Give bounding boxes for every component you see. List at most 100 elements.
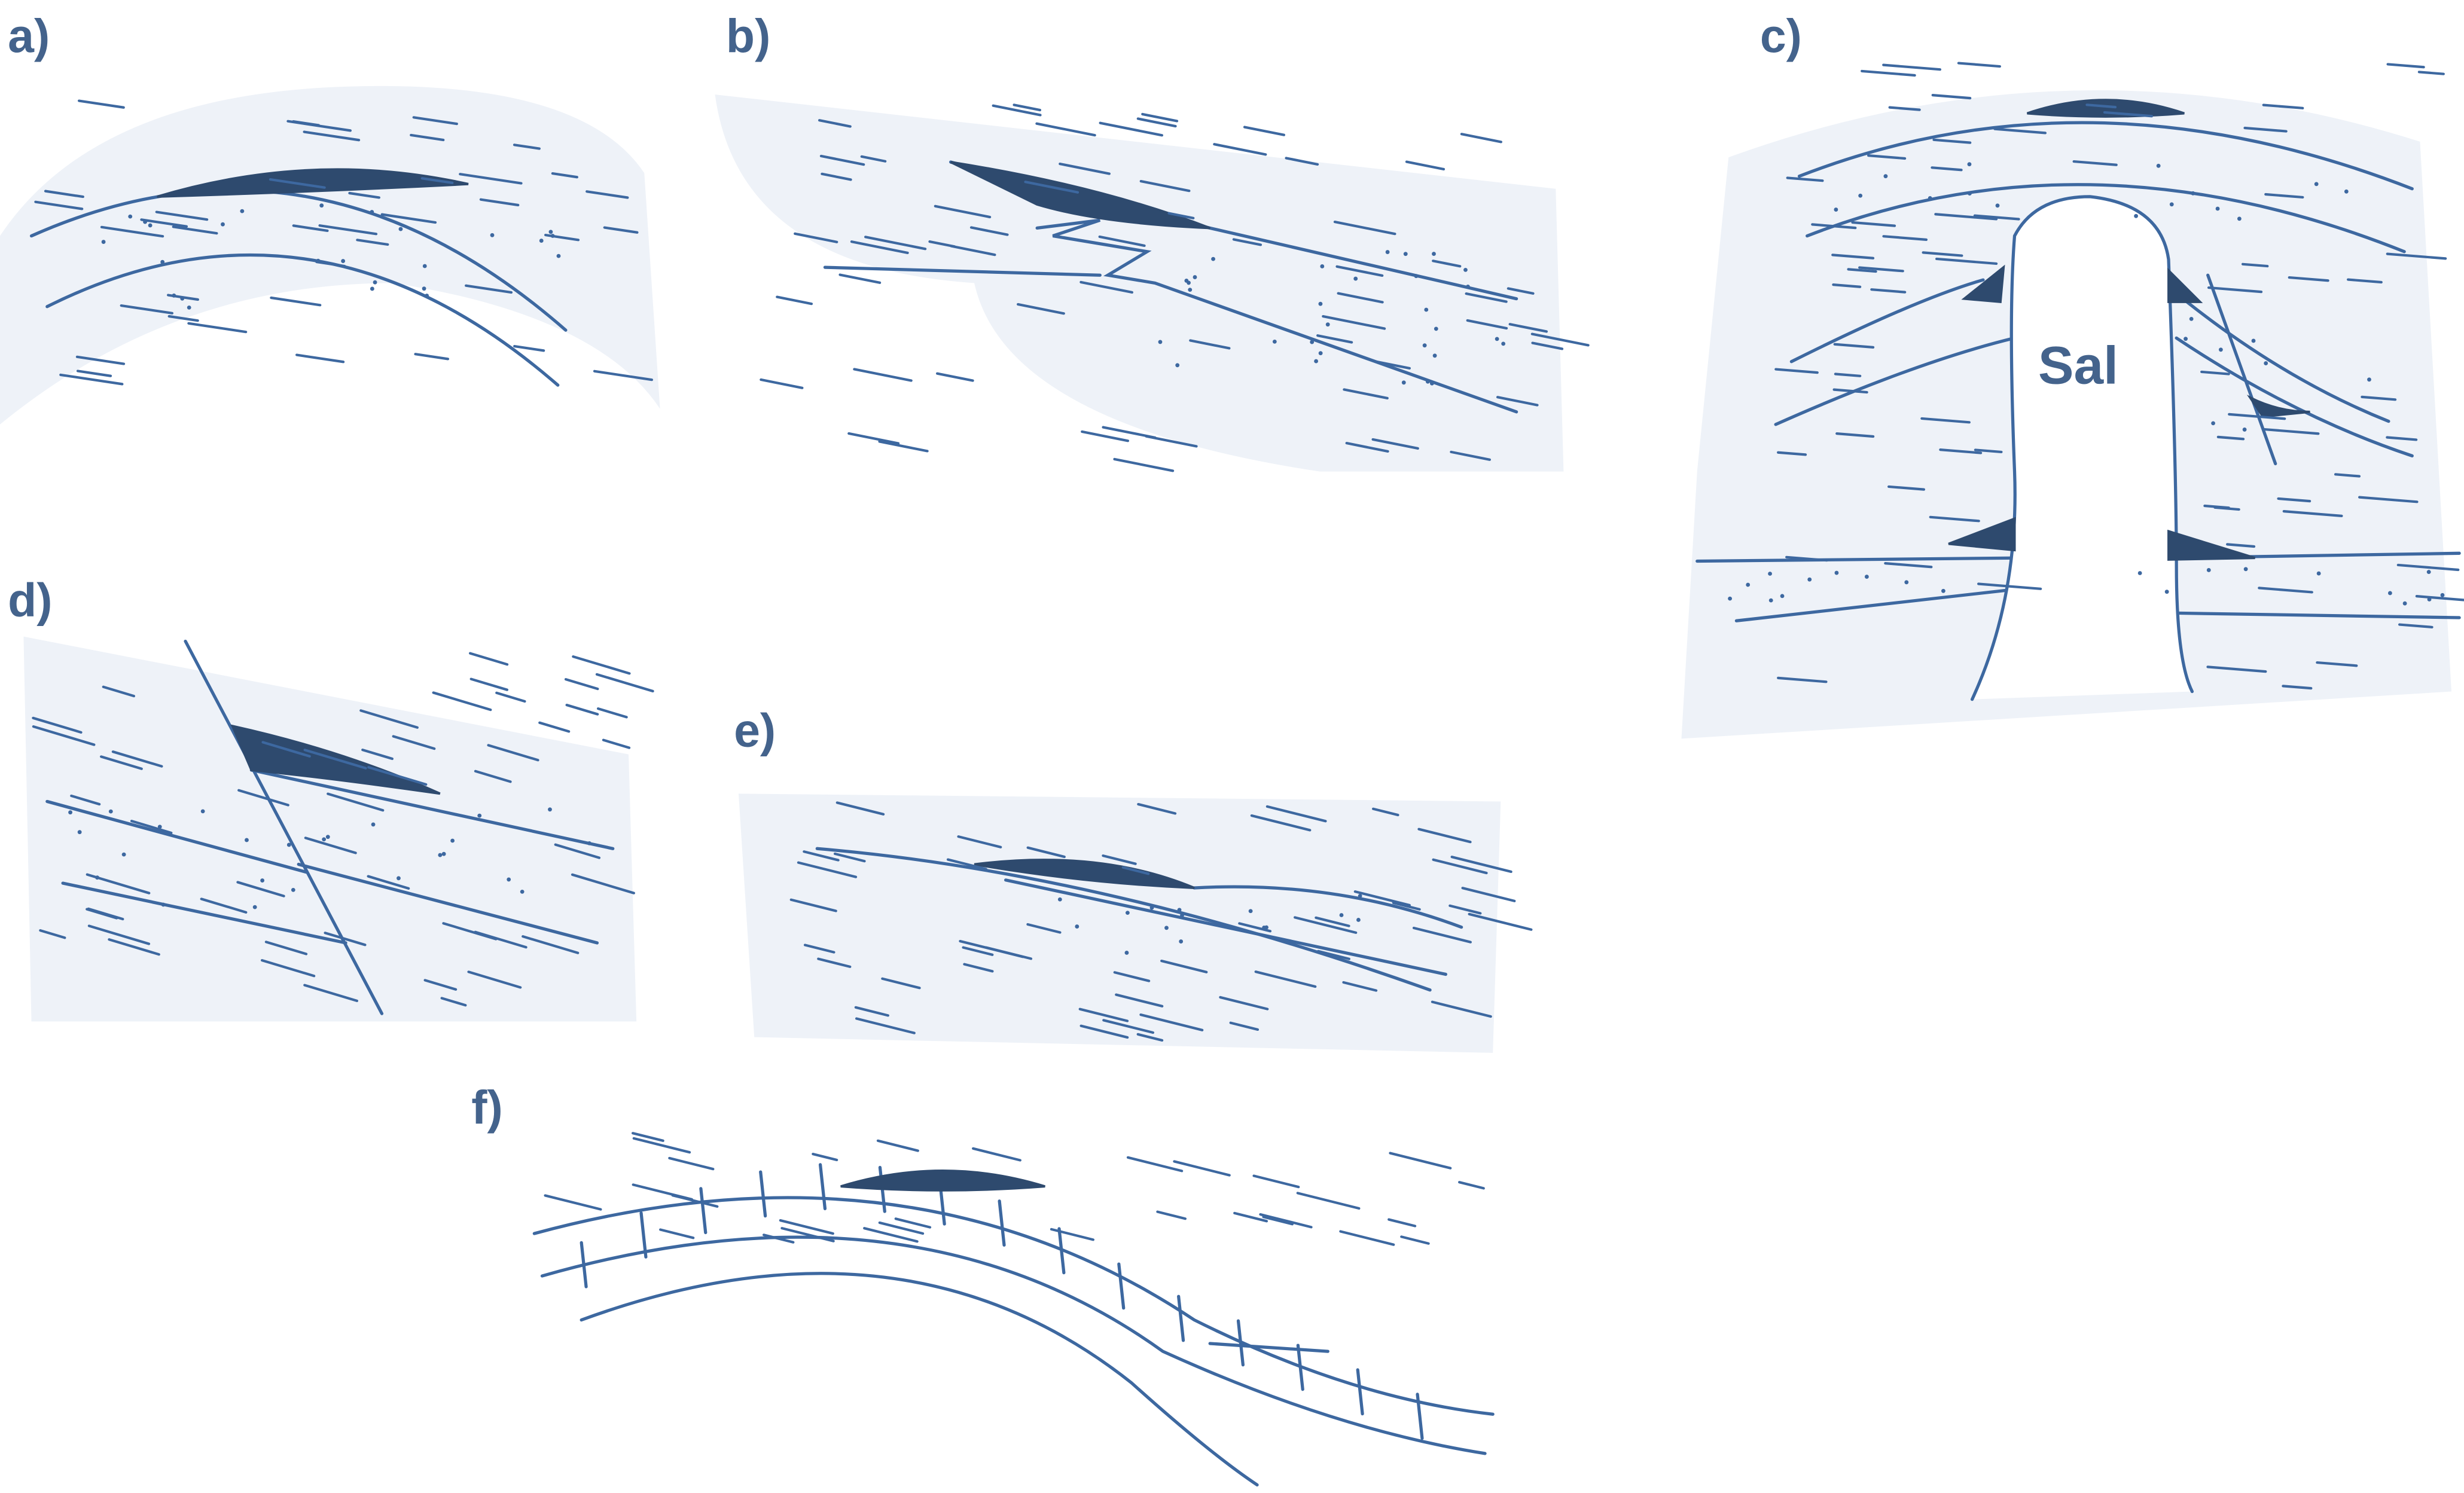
shale-dash bbox=[467, 970, 522, 989]
shale-dash bbox=[75, 355, 126, 365]
shale-dash bbox=[1858, 266, 1904, 273]
shale-dash bbox=[356, 239, 389, 246]
sand-dot bbox=[2243, 567, 2248, 572]
sand-dot bbox=[2367, 377, 2371, 382]
shale-dash bbox=[442, 922, 498, 941]
sand-dot bbox=[2387, 591, 2392, 596]
shale-dash bbox=[1934, 213, 1998, 221]
sand-dot bbox=[1187, 280, 1191, 285]
sand-dot bbox=[441, 851, 446, 856]
shale-dash bbox=[818, 119, 852, 128]
shale-dash bbox=[32, 725, 96, 746]
shale-dash bbox=[876, 1139, 919, 1152]
shale-dash bbox=[855, 1017, 916, 1034]
shale-dash bbox=[803, 850, 840, 862]
shale-dash bbox=[1431, 1000, 1492, 1018]
sand-dot bbox=[1728, 596, 1733, 601]
shale-dash bbox=[1167, 212, 1195, 219]
sand-dot bbox=[2218, 347, 2223, 352]
limestone-joint bbox=[1057, 1227, 1066, 1275]
shale-dash bbox=[236, 881, 285, 897]
shale-dash bbox=[1098, 235, 1146, 248]
sand-dot bbox=[1075, 924, 1079, 929]
sand-dot bbox=[1175, 363, 1180, 368]
shale-dash bbox=[100, 225, 164, 238]
shale-dash bbox=[1115, 993, 1164, 1007]
shale-dash bbox=[950, 245, 996, 257]
shale-dash bbox=[237, 789, 289, 807]
sand-dot bbox=[1422, 343, 1427, 348]
hydrocarbon-trap bbox=[157, 168, 469, 198]
sand-dot bbox=[371, 822, 376, 827]
sand-dot bbox=[1432, 252, 1436, 256]
shale-dash bbox=[817, 957, 852, 968]
shale-dash bbox=[603, 226, 639, 234]
sand-dot bbox=[1320, 264, 1325, 268]
shale-dash bbox=[420, 177, 454, 184]
shale-dash bbox=[292, 224, 329, 233]
sand-dot bbox=[2242, 428, 2247, 432]
sand-dot bbox=[1904, 580, 1909, 585]
shale-dash bbox=[1777, 676, 1828, 683]
shale-dash bbox=[1507, 287, 1535, 295]
sand-dot bbox=[1780, 594, 1785, 599]
shale-dash bbox=[762, 1234, 795, 1244]
sand-dot bbox=[1310, 340, 1315, 344]
sand-dot bbox=[2440, 593, 2445, 597]
shale-dash bbox=[2386, 436, 2418, 441]
sand-dot bbox=[322, 837, 327, 842]
salt-label: Sal bbox=[2038, 335, 2118, 395]
shale-dash bbox=[1141, 112, 1179, 123]
shale-dash bbox=[881, 977, 921, 990]
shale-dash bbox=[2288, 276, 2329, 282]
shale-dash bbox=[1392, 901, 1421, 911]
shale-dash bbox=[327, 792, 385, 812]
shale-dash bbox=[595, 673, 654, 693]
sand-dot bbox=[1356, 918, 1361, 922]
shale-dash bbox=[487, 744, 539, 762]
sand-dot bbox=[1414, 274, 1419, 279]
sand-dot bbox=[1941, 588, 1945, 593]
sand-dot bbox=[143, 219, 147, 224]
hydrocarbon-trap bbox=[1961, 264, 2005, 304]
sand-dot bbox=[1425, 379, 1430, 384]
shale-dash bbox=[538, 721, 571, 733]
sand-dot bbox=[539, 239, 544, 243]
shale-dash bbox=[1024, 181, 1079, 194]
shale-dash bbox=[432, 691, 492, 712]
shale-dash bbox=[1081, 430, 1130, 442]
shale-dash bbox=[1173, 1160, 1231, 1177]
sand-dot bbox=[260, 878, 265, 883]
sand-dot bbox=[1179, 939, 1184, 944]
shale-dash bbox=[1450, 856, 1512, 874]
shale-dash bbox=[1156, 1210, 1187, 1220]
sand-dot bbox=[2426, 570, 2431, 575]
shale-dash bbox=[1432, 858, 1488, 875]
shale-dash bbox=[440, 997, 467, 1007]
shale-dash bbox=[261, 959, 316, 978]
shale-dash bbox=[76, 370, 112, 377]
shale-dash bbox=[44, 190, 84, 199]
shale-dash bbox=[100, 755, 143, 770]
shale-dash bbox=[1259, 1213, 1313, 1229]
shale-dash bbox=[1213, 143, 1267, 156]
sand-dot bbox=[108, 809, 113, 814]
shale-dash bbox=[2415, 595, 2464, 602]
sand-dot bbox=[1401, 380, 1406, 385]
shale-dash bbox=[1882, 63, 1942, 71]
shale-dash bbox=[412, 116, 458, 126]
sand-dot bbox=[319, 203, 324, 208]
sand-dot bbox=[425, 294, 429, 298]
shale-dash bbox=[794, 232, 838, 243]
sand-dot bbox=[1325, 322, 1330, 327]
shale-dash bbox=[1079, 280, 1134, 294]
shale-dash bbox=[934, 204, 992, 219]
panel-f-reef-anticline-trap: f) bbox=[471, 1081, 1495, 1487]
shale-dash bbox=[1993, 127, 2047, 135]
sand-dot bbox=[1434, 326, 1438, 331]
hydrocarbon-trap bbox=[2246, 395, 2310, 418]
shale-dash bbox=[1137, 802, 1177, 815]
shale-dash bbox=[2243, 126, 2288, 133]
shale-dash bbox=[2282, 510, 2343, 517]
shale-dash bbox=[1078, 1007, 1129, 1022]
